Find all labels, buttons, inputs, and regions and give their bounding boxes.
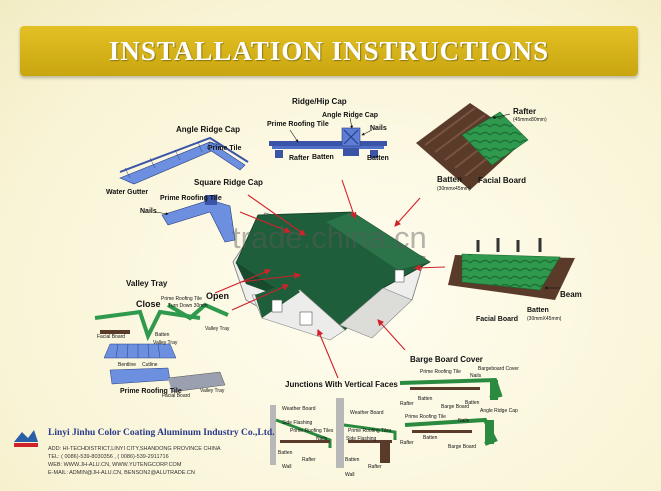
label-batten: Batten: [345, 457, 360, 463]
company-address: ADD: HI-TECHDISTRICT,LINYI CITY,SHANDONG…: [48, 446, 221, 452]
barge-board-diagram: [399, 377, 503, 446]
label-prime-roofing-tile: Prime Roofing Tile: [161, 296, 202, 302]
pointer-arrows: [214, 179, 446, 379]
company-logo-icon: [14, 430, 38, 447]
label-valley-tray: Valley Tray: [205, 326, 230, 332]
rafter-batten-diagram: [416, 103, 529, 190]
label-batten: Batten: [527, 307, 549, 314]
square-ridge-cap-diagram: [154, 195, 236, 243]
label-valley-tray: Valley Tray: [200, 388, 225, 394]
label-nails: Nails: [470, 373, 482, 379]
label-batten-size: (30mmx45mm): [437, 186, 471, 192]
label-weather-board: Weather Board: [350, 410, 384, 416]
beam-diagram: [448, 238, 575, 300]
valley-tray-title: Valley Tray: [126, 279, 168, 288]
label-weather-board: Weather Board: [282, 406, 316, 412]
angle-ridge-cap-title: Angle Ridge Cap: [176, 125, 241, 134]
label-rafter: Rafter: [400, 440, 414, 446]
label-rafter-size: (45mmx80mm): [513, 117, 547, 123]
label-side-flashing: Side Flashing: [282, 420, 313, 426]
label-facial-board: Facial Board: [162, 393, 191, 399]
label-prime-tile: Prime Tile: [208, 145, 242, 152]
label-facial-board: Facial Board: [476, 316, 519, 323]
label-batten: Batten: [367, 155, 389, 162]
barge-board-cover-title: Barge Board Cover: [410, 355, 483, 364]
label-barge-board: Barge Board: [448, 444, 477, 450]
label-open: Open: [206, 291, 230, 301]
title-banner: INSTALLATION INSTRUCTIONS: [20, 26, 638, 76]
label-prime-roofing-tile: Prime Roofing Tile: [405, 414, 446, 420]
label-prime-roofing-tile: Prime Roofing Tile: [420, 369, 461, 375]
label-prime-roofing-tile: Prime Roofing Tile: [160, 195, 222, 202]
label-close: Close: [136, 299, 161, 309]
label-batten: Batten: [155, 332, 170, 338]
label-nails: Nails: [316, 436, 328, 442]
house-illustration: [232, 211, 431, 341]
label-prime-roofing-tiles: Prime Roofing Tiles: [348, 428, 392, 434]
label-nails: Nails: [140, 208, 157, 215]
valley-tray-diagram: [94, 302, 229, 393]
page-title: INSTALLATION INSTRUCTIONS: [108, 36, 550, 66]
label-barge-board: Barge Board: [441, 404, 470, 410]
label-prime-roofing-tiles: Prime Roofing Tiles: [290, 428, 334, 434]
label-nails: Nails: [370, 125, 387, 132]
watermark: trade.china.cn: [232, 220, 427, 255]
label-turn-down: Turn Down 30mm: [168, 303, 208, 309]
label-facial-board: Facial Board: [97, 334, 126, 340]
label-angle-ridge-cap: Angle Ridge Cap: [322, 112, 379, 119]
junctions-title: Junctions With Vertical Faces: [285, 380, 398, 389]
label-facial-board: Facial Board: [478, 176, 527, 185]
label-batten: Batten: [278, 450, 293, 456]
label-batten-size: (30mmX45mm): [527, 316, 562, 322]
label-batten: Batten: [423, 435, 438, 441]
company-email: E-MAIL: ADMIN@JH-ALU.CN, BENSON2@ALUTRAD…: [48, 470, 195, 476]
label-bargeboard-cover: Bargeboard Cover: [478, 366, 519, 372]
junctions-diagram: [270, 398, 397, 468]
company-website: WEB: WWW.JH-ALU.CN, WWW.YUTENGCORP.COM: [48, 462, 182, 468]
company-name: Linyi Jinhu Color Coating Aluminum Indus…: [48, 428, 275, 438]
label-nails: Nails: [458, 418, 470, 424]
label-cutline: Cutline: [142, 362, 158, 368]
label-bentline: Bentline: [118, 362, 137, 368]
label-beam: Beam: [560, 290, 582, 299]
label-rafter: Rafter: [400, 401, 414, 407]
label-batten: Batten: [437, 175, 462, 184]
label-batten: Batten: [418, 396, 433, 402]
label-side-flashing: Side Flashing: [346, 436, 377, 442]
ridge-hip-cap-diagram: [269, 117, 387, 158]
label-angle-ridge-cap: Angle Ridge Cap: [480, 408, 518, 414]
label-rafter: Rafter: [513, 107, 537, 116]
label-batten: Batten: [312, 154, 334, 161]
ridge-hip-cap-title: Ridge/Hip Cap: [292, 97, 347, 106]
label-rafter: Rafter: [289, 155, 310, 162]
angle-ridge-cap-diagram: [119, 136, 249, 185]
label-rafter: Rafter: [302, 457, 316, 463]
label-wall: Wall: [282, 464, 292, 470]
label-valley-tray: Valley Tray: [153, 340, 178, 346]
label-prime-roofing-tile: Prime Roofing Tile: [120, 388, 182, 395]
label-batten: Batten: [465, 400, 480, 406]
company-telephone: TEL: ( 0086)-539-8030356 , ( 0086)-539-2…: [48, 454, 169, 460]
square-ridge-cap-title: Square Ridge Cap: [194, 178, 263, 187]
label-wall: Wall: [345, 472, 355, 478]
label-rafter: Rafter: [368, 464, 382, 470]
label-prime-roofing-tile: Prime Roofing Tile: [267, 121, 329, 128]
label-water-gutter: Water Gutter: [106, 189, 149, 196]
